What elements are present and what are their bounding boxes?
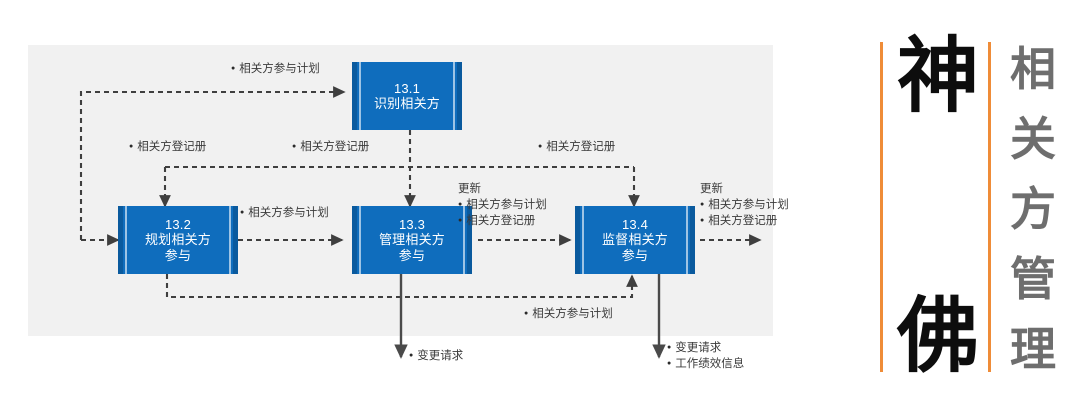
label-update-group-right: 更新 相关方参与计划 相关方登记册 — [700, 182, 789, 230]
label-top-stakeholder-engagement-plan: 相关方参与计划 — [231, 62, 320, 78]
title-plate: 神 佛 相 关 方 管 理 — [880, 32, 1070, 382]
box-inner-rule-left — [582, 206, 584, 274]
label-heading: 更新 — [700, 183, 723, 195]
process-name: 识别相关方 — [373, 96, 440, 111]
box-inner-rule-right — [229, 206, 231, 274]
label-line: 相关方参与计划 — [231, 62, 320, 78]
accent-rule-right — [988, 42, 991, 372]
label-register-b: 相关方登记册 — [292, 140, 369, 156]
box-inner-rule-left — [359, 206, 361, 274]
process-name-line2: 参与 — [621, 247, 649, 263]
process-number: 13.3 — [398, 217, 426, 232]
process-box-13-4[interactable]: 13.4 监督相关方 参与 — [575, 206, 695, 274]
label-line: 工作绩效信息 — [667, 357, 744, 373]
brand-char-1: 神 — [896, 29, 979, 124]
label-line: 变更请求 — [409, 349, 463, 365]
box-inner-rule-right — [686, 206, 688, 274]
label-register-c: 相关方登记册 — [538, 140, 615, 156]
process-number: 13.2 — [164, 217, 192, 232]
label-line: 相关方登记册 — [458, 214, 547, 230]
box-inner-rule-left — [125, 206, 127, 274]
label-mid-stakeholder-engagement-plan: 相关方参与计划 — [240, 206, 329, 222]
process-name-line1: 管理相关方 — [378, 232, 445, 248]
label-line: 相关方登记册 — [292, 140, 369, 156]
box-inner-rule-right — [463, 206, 465, 274]
process-box-13-1[interactable]: 13.1 识别相关方 — [352, 62, 462, 130]
process-name-line1: 监督相关方 — [601, 232, 668, 248]
subtitle-char-4: 管 — [1010, 252, 1056, 306]
subtitle-column: 相 关 方 管 理 — [1002, 46, 1064, 372]
label-register-a: 相关方登记册 — [129, 140, 206, 156]
label-outputs-13-4: 变更请求 工作绩效信息 — [667, 341, 744, 373]
box-inner-rule-right — [453, 62, 455, 130]
label-line: 相关方参与计划 — [240, 206, 329, 222]
process-box-13-2[interactable]: 13.2 规划相关方 参与 — [118, 206, 238, 274]
label-line: 变更请求 — [667, 341, 744, 357]
process-number: 13.1 — [393, 80, 421, 96]
label-line: 相关方参与计划 — [524, 307, 613, 323]
label-line: 相关方参与计划 — [458, 198, 547, 214]
brand-column: 神 佛 — [894, 36, 982, 378]
subtitle-char-2: 关 — [1010, 112, 1056, 166]
label-line: 相关方登记册 — [700, 214, 789, 230]
label-change-request-13-3: 变更请求 — [409, 349, 463, 365]
process-name-line2: 参与 — [398, 247, 426, 263]
process-number: 13.4 — [621, 217, 649, 232]
subtitle-char-5: 理 — [1010, 322, 1056, 376]
subtitle-char-3: 方 — [1010, 182, 1056, 236]
label-line: 相关方参与计划 — [700, 198, 789, 214]
label-line: 相关方登记册 — [129, 140, 206, 156]
accent-rule-left — [880, 42, 883, 372]
brand-char-2: 佛 — [896, 289, 979, 384]
label-update-group-middle: 更新 相关方参与计划 相关方登记册 — [458, 182, 547, 230]
subtitle-char-1: 相 — [1010, 42, 1056, 96]
box-inner-rule-left — [359, 62, 361, 130]
process-name-line2: 参与 — [164, 247, 192, 263]
process-name-line1: 规划相关方 — [144, 232, 211, 248]
label-bottom-stakeholder-engagement-plan: 相关方参与计划 — [524, 307, 613, 323]
label-line: 相关方登记册 — [538, 140, 615, 156]
label-heading: 更新 — [458, 183, 481, 195]
process-box-13-3[interactable]: 13.3 管理相关方 参与 — [352, 206, 472, 274]
